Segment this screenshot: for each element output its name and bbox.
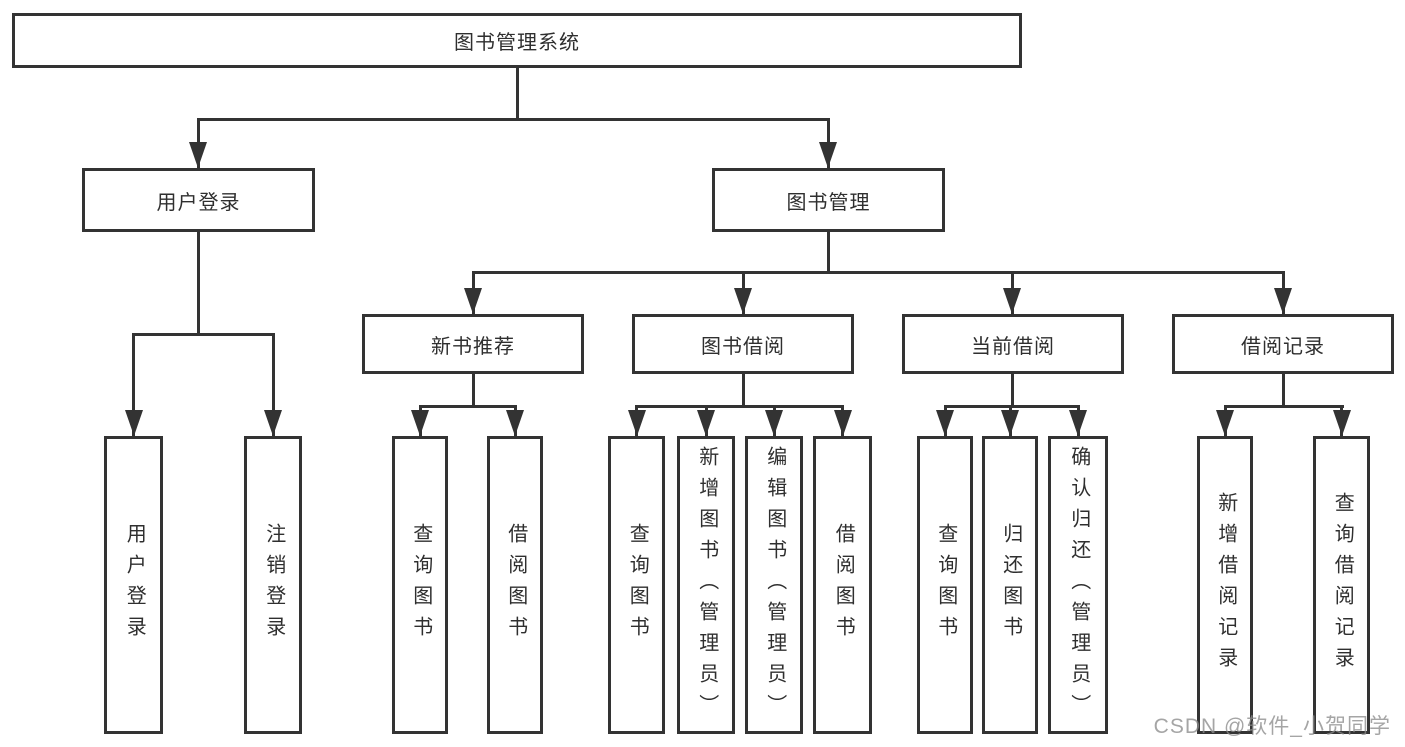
leaf-label: 查询图书 [626, 523, 649, 647]
leaf-confirm-return-admin: 确认归还（管理员） [1048, 436, 1108, 734]
connector-line [1010, 374, 1014, 408]
leaf-borrow-books-borrowing: 借阅图书 [813, 436, 872, 734]
arrowhead-icon [1003, 288, 1021, 314]
node-library-management-system: 图书管理系统 [12, 13, 1022, 68]
leaf-label: 注销登录 [262, 523, 285, 647]
leaf-label: 新增图书（管理员） [695, 445, 718, 725]
leaf-label: 确认归还（管理员） [1067, 445, 1090, 725]
connector-line [471, 374, 475, 408]
leaf-borrow-books-recommendation: 借阅图书 [487, 436, 543, 734]
arrowhead-icon [833, 410, 852, 436]
connector-line [271, 335, 275, 436]
leaf-query-books-recommendation: 查询图书 [392, 436, 448, 734]
connector-line [826, 232, 830, 274]
arrowhead-icon [189, 142, 207, 168]
connector-line [741, 374, 745, 408]
leaf-add-borrow-record: 新增借阅记录 [1197, 436, 1253, 734]
arrowhead-icon [1069, 410, 1087, 436]
connector-line [635, 405, 844, 408]
arrowhead-icon [1216, 410, 1234, 436]
connector-line [418, 405, 517, 408]
node-new-book-recommendation: 新书推荐 [362, 314, 584, 374]
node-book-borrowing: 图书借阅 [632, 314, 854, 374]
leaf-label: 查询图书 [409, 523, 432, 647]
arrowhead-icon [627, 410, 646, 436]
arrowhead-icon [464, 288, 482, 314]
arrowhead-icon [819, 142, 837, 168]
connector-line [943, 405, 1080, 408]
node-borrowing-records: 借阅记录 [1172, 314, 1394, 374]
connector-line [515, 68, 519, 121]
leaf-label: 借阅图书 [832, 523, 855, 647]
leaf-label: 查询借阅记录 [1331, 492, 1354, 678]
node-current-borrowing: 当前借阅 [902, 314, 1124, 374]
node-user-login: 用户登录 [82, 168, 315, 232]
connector-line [132, 333, 275, 336]
leaf-edit-book-admin: 编辑图书（管理员） [745, 436, 803, 734]
arrowhead-icon [1001, 410, 1019, 436]
leaf-label: 新增借阅记录 [1214, 492, 1237, 678]
connector-line [132, 335, 135, 436]
leaf-label: 查询图书 [934, 523, 957, 647]
connector-line [1281, 374, 1285, 408]
arrowhead-icon [411, 410, 429, 436]
leaf-label: 借阅图书 [504, 523, 527, 647]
leaf-user-login: 用户登录 [104, 436, 163, 734]
csdn-watermark: CSDN @软件_小贺同学 [1153, 715, 1391, 738]
leaf-logout: 注销登录 [244, 436, 302, 734]
connector-line [1223, 405, 1344, 408]
arrowhead-icon [765, 410, 783, 436]
arrowhead-icon [734, 288, 752, 314]
connector-line [196, 118, 830, 121]
leaf-query-borrow-record: 查询借阅记录 [1313, 436, 1370, 734]
leaf-return-books: 归还图书 [982, 436, 1038, 734]
leaf-query-books-borrowing: 查询图书 [608, 436, 665, 734]
connector-line [196, 232, 200, 336]
node-book-management: 图书管理 [712, 168, 945, 232]
leaf-label: 归还图书 [999, 523, 1022, 647]
arrowhead-icon [506, 410, 524, 436]
arrowhead-icon [1332, 410, 1351, 436]
arrowhead-icon [264, 410, 282, 436]
arrowhead-icon [697, 410, 715, 436]
leaf-label: 用户登录 [123, 523, 146, 647]
leaf-query-books-current: 查询图书 [917, 436, 973, 734]
leaf-add-book-admin: 新增图书（管理员） [677, 436, 735, 734]
connector-line [471, 271, 1285, 274]
leaf-label: 编辑图书（管理员） [763, 445, 786, 725]
arrowhead-icon [124, 410, 143, 436]
arrowhead-icon [1274, 288, 1292, 314]
arrowhead-icon [936, 410, 954, 436]
